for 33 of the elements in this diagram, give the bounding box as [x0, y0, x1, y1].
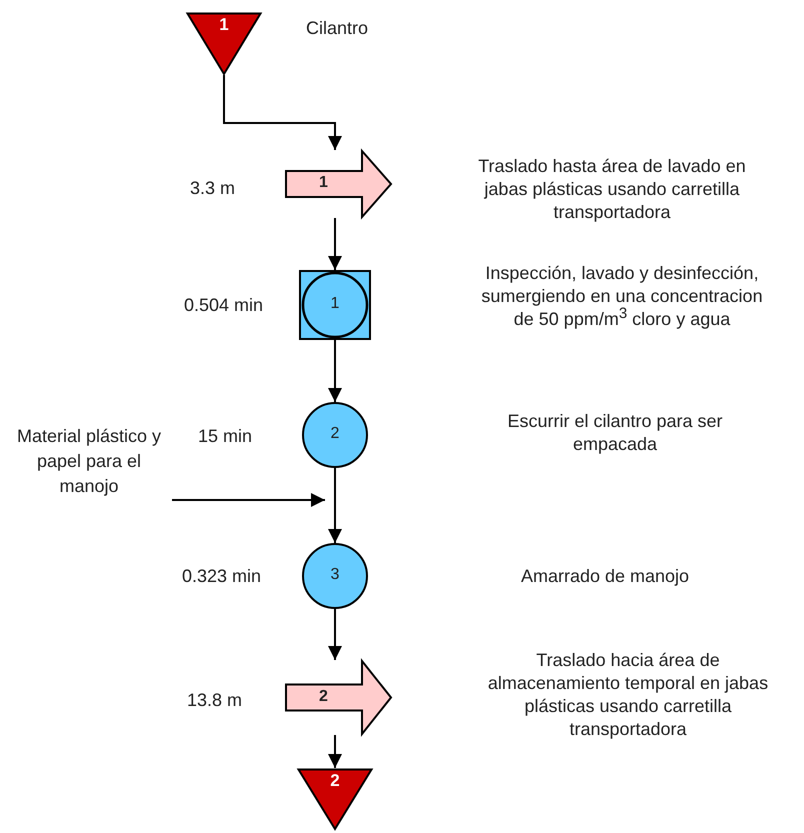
symbol-number: 2: [318, 688, 329, 706]
symbol-number: 2: [330, 425, 340, 443]
flow-arrow: [223, 75, 342, 150]
step-measure: 13.8 m: [187, 689, 244, 712]
flow-arrow: [328, 609, 342, 660]
transport-arrow: [285, 150, 392, 218]
material-label: Cilantro: [306, 17, 370, 40]
step-measure: 0.504 min: [184, 294, 264, 317]
step-measure: 15 min: [198, 425, 254, 448]
step-measure: 0.323 min: [182, 565, 262, 588]
step-description: Traslado hasta área de lavado en jabas plásticas usando carretilla transportadora: [477, 155, 747, 224]
flow-arrow: [172, 493, 325, 507]
step-description: Traslado hacia área de almacenamiento temporal en jabas plásticas usando carretilla transportadora: [486, 649, 770, 741]
operation-circle: [302, 543, 368, 609]
inspection-operation-symbol: [299, 270, 371, 340]
symbol-number: 1: [318, 174, 329, 192]
step-description: Inspección, lavado y desinfección, sumergiendo en una concentracion de 50 ppm/m$^{3}$ cloro y agua: [480, 262, 764, 331]
input-label: Material plástico y papel para el manojo: [16, 425, 162, 498]
flow-arrow: [328, 340, 342, 402]
transport-arrow: [285, 660, 392, 735]
storage-triangle: [297, 768, 373, 830]
flow-arrow: [328, 735, 342, 768]
symbol-number: 2: [329, 771, 341, 791]
flow-arrow: [328, 468, 342, 543]
step-measure: 3.3 m: [190, 177, 236, 200]
symbol-number: 1: [330, 295, 340, 313]
operation-circle: [302, 402, 368, 468]
step-description: Amarrado de manojo: [520, 565, 690, 588]
symbol-number: 3: [330, 566, 340, 584]
symbol-number: 1: [218, 15, 230, 35]
storage-triangle: [186, 12, 262, 75]
flow-arrow: [328, 218, 342, 270]
step-description: Escurrir el cilantro para ser empacada: [506, 410, 724, 456]
